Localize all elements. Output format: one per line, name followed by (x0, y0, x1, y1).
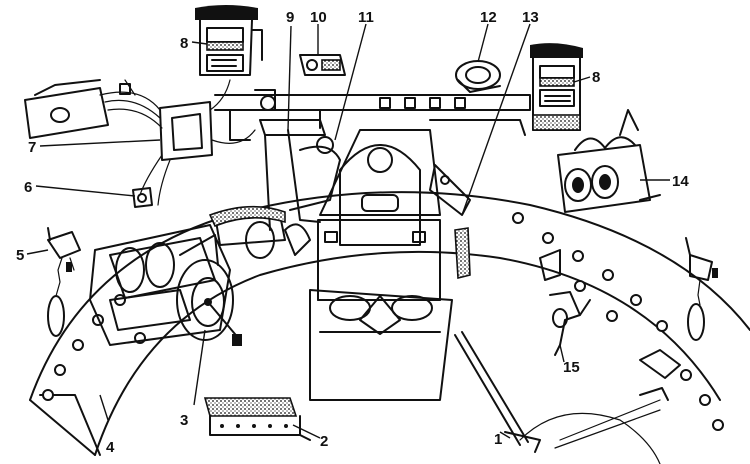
callout-6: 6 (24, 179, 32, 196)
elevating-mechanism (208, 119, 341, 259)
callout-9: 9 (286, 9, 294, 26)
callout-11: 11 (358, 9, 374, 26)
pedal-1 (454, 331, 669, 453)
callout-10: 10 (310, 9, 327, 26)
ring-bolts (42, 212, 724, 431)
upper-rail (214, 89, 531, 141)
callout-8-left: 8 (180, 35, 188, 52)
callout-3: 3 (180, 412, 188, 429)
gun-breech (309, 129, 453, 401)
traverse-mechanism (89, 224, 242, 346)
callout-15: 15 (563, 359, 580, 376)
callout-13: 13 (522, 9, 539, 26)
box-7-and-wiring (24, 79, 256, 208)
callout-7: 7 (28, 139, 36, 156)
unit-8-right (530, 43, 583, 131)
callout-4: 4 (106, 439, 115, 456)
fitting-10 (299, 54, 346, 76)
callout-14: 14 (672, 173, 689, 190)
callout-8-right: 8 (592, 69, 600, 86)
callouts: 1 2 3 4 5 6 7 8 8 9 10 11 12 13 14 15 (16, 9, 689, 456)
callout-5: 5 (16, 247, 24, 264)
unit-8-left (195, 5, 263, 76)
callout-12: 12 (480, 9, 497, 26)
gunner-seat (203, 397, 311, 441)
handle-15 (549, 291, 591, 356)
leader-lines (26, 23, 670, 439)
periscope-12 (455, 60, 501, 93)
callout-1: 1 (494, 431, 502, 448)
turret-ring (29, 191, 750, 464)
hook-right (685, 237, 718, 341)
hook-5-left (47, 227, 81, 337)
unit-14 (557, 109, 661, 213)
callout-2: 2 (320, 433, 328, 450)
